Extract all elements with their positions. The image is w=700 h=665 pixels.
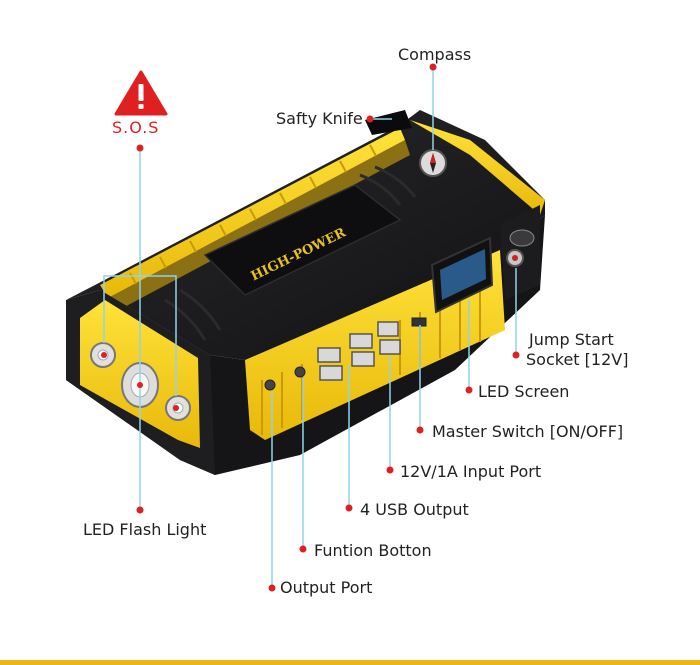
output-port-label: Output Port	[280, 578, 373, 597]
sos-label: S.O.S	[112, 118, 160, 137]
accent-bar	[0, 660, 700, 665]
usb-port-icon	[317, 321, 401, 381]
led-flash-light-label: LED Flash Light	[83, 520, 207, 539]
function-button-label: Funtion Botton	[314, 541, 432, 560]
input-port-label: 12V/1A Input Port	[400, 462, 542, 481]
led-screen-label: LED Screen	[478, 382, 570, 401]
warning-triangle-icon	[114, 70, 168, 116]
jump-start-label-line1: Jump Start	[529, 330, 614, 349]
compass-label: Compass	[398, 45, 472, 64]
safety-knife-label: Safty Knife	[276, 109, 363, 128]
leader-lines	[103, 68, 517, 588]
compass-icon	[419, 149, 447, 177]
jump-start-label-line2: Socket [12V]	[526, 350, 629, 369]
device-body: HIGH-POWER	[66, 110, 545, 475]
callout-dots	[101, 63, 520, 592]
usb-output-label: 4 USB Output	[360, 500, 469, 519]
master-switch-label: Master Switch [ON/OFF]	[432, 422, 624, 441]
led-screen	[440, 249, 486, 300]
